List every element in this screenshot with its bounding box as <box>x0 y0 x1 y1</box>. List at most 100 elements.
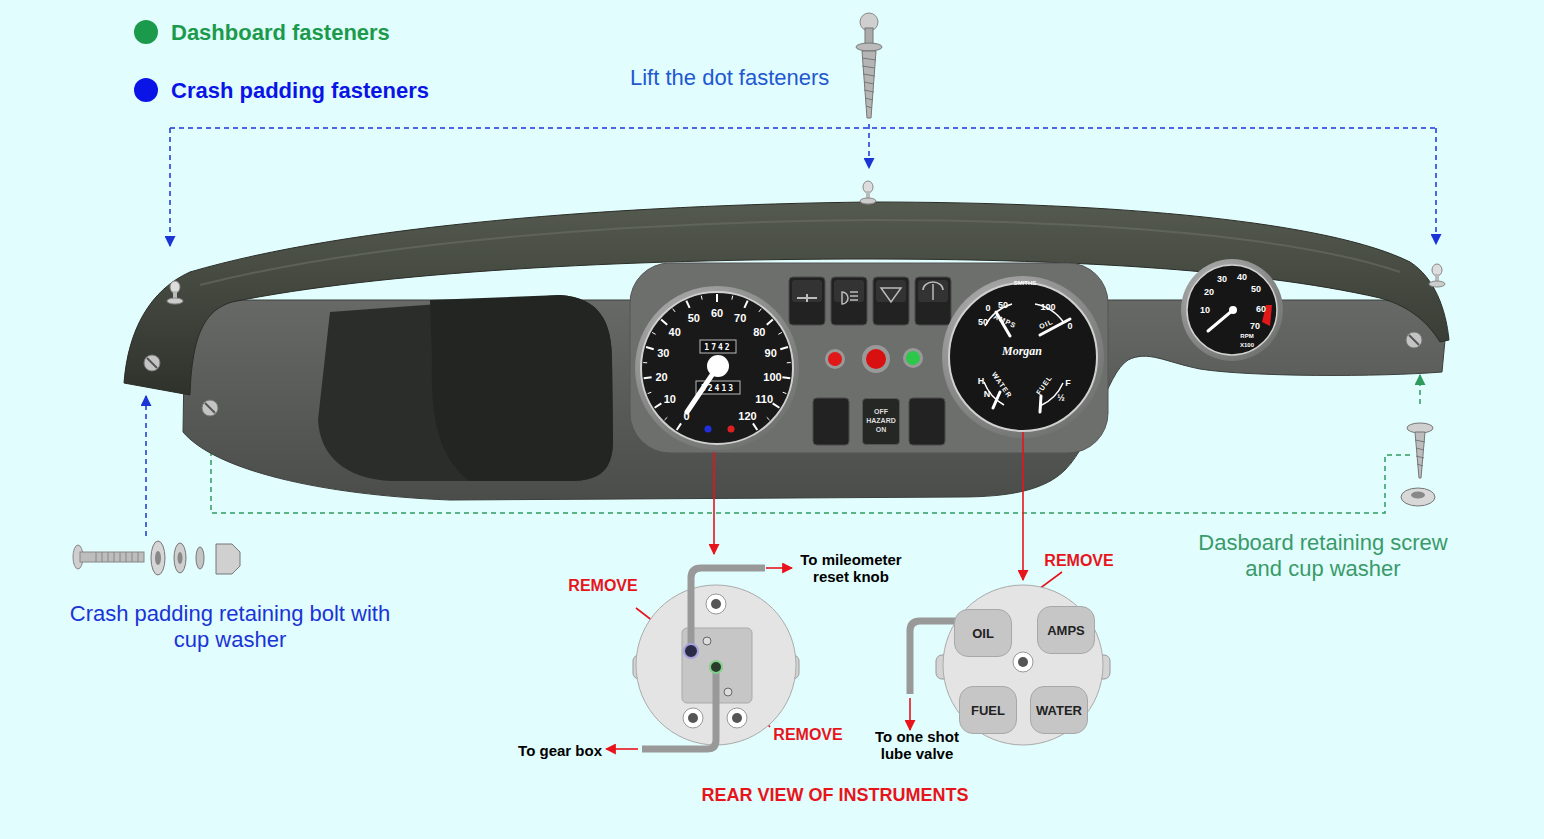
screw-head <box>144 355 160 371</box>
lamp-icon <box>842 292 858 304</box>
gauge-terminal-pad: FUEL <box>959 686 1017 734</box>
needle-hub <box>707 355 729 377</box>
padding-stud <box>860 181 876 204</box>
label-text: To mileometer reset knob <box>786 551 916 585</box>
node-text: OIL <box>972 626 994 641</box>
indicator-lamp <box>728 426 735 433</box>
dial-tick <box>759 309 761 312</box>
needle-hub <box>1229 306 1237 314</box>
lamp-lens <box>828 352 842 366</box>
dial-tick <box>646 347 654 349</box>
legend-swatch <box>134 20 158 44</box>
leader-arrow <box>1022 432 1024 580</box>
guide-arrow <box>1435 128 1437 244</box>
label-text: H <box>978 376 985 386</box>
label-text: 40 <box>1237 272 1247 282</box>
screw-head <box>1406 332 1422 348</box>
screw-head <box>144 355 160 371</box>
wiper-icon <box>881 288 901 302</box>
dial-tick <box>767 319 773 324</box>
screw-head <box>202 400 218 416</box>
rocker-switch <box>813 398 849 445</box>
dashboard-screw <box>1401 423 1435 506</box>
gauge-terminal-pad: WATER <box>1030 686 1088 734</box>
dial-tick <box>744 301 747 308</box>
label-text: F <box>1065 378 1071 388</box>
oil-pipe <box>910 621 996 694</box>
guide-arrow <box>1419 375 1421 404</box>
label-text: To gear box <box>518 742 602 759</box>
cable-nut <box>684 644 698 658</box>
rocker-switch <box>915 277 951 325</box>
label-text: 60 <box>1256 304 1266 314</box>
hazard-switch: OFF HAZARD ON <box>862 398 900 445</box>
node-text: FUEL <box>971 703 1005 718</box>
label-text: 70 <box>1250 321 1260 331</box>
screw-thread <box>1415 440 1425 466</box>
terminal-hole <box>683 708 703 728</box>
hex-nut <box>216 544 240 574</box>
label-text: 30 <box>657 347 669 359</box>
label-text: 0 <box>1067 321 1072 331</box>
bolt-thread <box>96 552 138 562</box>
label-text: REMOVE <box>1044 552 1113 570</box>
gauge-rear-view <box>936 585 1110 745</box>
warning-lamp <box>903 348 923 368</box>
label-text: 50 <box>978 317 988 327</box>
odometer-window <box>700 340 736 353</box>
label-text: 100 <box>1040 302 1055 312</box>
label-text: 70 <box>734 312 746 324</box>
guide-line <box>170 127 1436 129</box>
washer-hole <box>178 552 183 564</box>
dial-tick <box>644 377 652 378</box>
tacho-needle <box>1208 310 1233 331</box>
label-text: Morgan <box>1002 344 1042 359</box>
node-text: OFF HAZARD ON <box>866 408 896 434</box>
dial-tick <box>686 301 689 308</box>
glove-box-opening <box>318 295 613 481</box>
label-text: SMITHS <box>1014 280 1037 286</box>
stud-base <box>1429 281 1445 287</box>
leader-arrow <box>909 698 911 730</box>
label-text: 10 <box>1200 305 1210 315</box>
label-text: 20 <box>1204 287 1214 297</box>
washer-icon <box>923 282 943 300</box>
crash-padding-bolt <box>73 541 240 575</box>
stud-neck <box>865 28 873 44</box>
washer-hole <box>1411 492 1425 499</box>
gauge-face <box>949 283 1097 431</box>
dial-tick <box>701 296 703 300</box>
label-text: Dasboard retaining screw and cup washer <box>1198 530 1448 583</box>
rocker-switch <box>873 277 909 325</box>
dial-tick <box>661 319 667 324</box>
dial-tick <box>753 423 757 430</box>
rocker-switch <box>831 277 867 325</box>
dial-tick <box>677 423 681 430</box>
label-text: 0 <box>683 410 689 422</box>
tacho-bezel <box>1181 259 1283 361</box>
gauge-terminal-pad: AMPS <box>1037 606 1095 654</box>
legend-text: Dashboard fasteners <box>171 20 390 46</box>
label-text: 32413 <box>701 384 735 393</box>
warning-lamp <box>825 349 845 369</box>
cable-nut <box>710 661 722 673</box>
dial-tick <box>664 417 667 420</box>
padding-stud <box>1429 264 1445 287</box>
label-text: 50 <box>688 312 700 324</box>
guide-arrow <box>145 396 147 536</box>
label-text: 40 <box>669 326 681 338</box>
label-text: 0 <box>985 303 990 313</box>
rocker-switch <box>831 277 867 325</box>
plate-screw <box>703 637 711 645</box>
label-text: 10 <box>664 393 676 405</box>
water-needle <box>993 392 1000 408</box>
dial-tick <box>716 294 718 302</box>
guide-arrow <box>868 124 870 168</box>
rocker-switch <box>915 277 951 325</box>
dial-tick <box>655 403 662 407</box>
label-text: 120 <box>738 410 756 422</box>
indicator-lamp <box>705 426 712 433</box>
rocker-switch <box>789 277 825 325</box>
stud-base <box>167 298 183 304</box>
stud-screw <box>862 51 876 118</box>
